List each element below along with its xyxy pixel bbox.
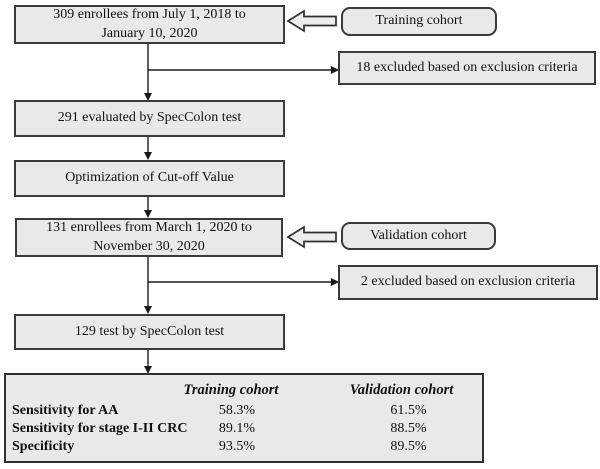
row-value-training: 93.5% — [218, 439, 256, 454]
label-training-cohort: Training cohort — [341, 7, 497, 36]
table-row: Specificity 93.5% 89.5% — [6, 439, 482, 457]
arrowhead-down-3 — [144, 210, 152, 218]
validation-cohort-pointer-icon — [286, 225, 337, 249]
results-header-training: Training cohort — [183, 382, 279, 398]
validation-excluded-text: 2 excluded based on exclusion criteria — [360, 274, 576, 290]
box-validation-enrollees-line1: 131 enrollees from March 1, 2020 to — [46, 220, 252, 236]
training-cohort-pointer-icon — [286, 9, 337, 33]
training-cohort-text: Training cohort — [375, 13, 463, 29]
box-validation-enrollees: 131 enrollees from March 1, 2020 to Nove… — [15, 218, 283, 257]
arrowhead-down-4 — [144, 306, 152, 314]
evaluated-text: 291 evaluated by SpecColon test — [57, 110, 242, 126]
cutoff-text: Optimization of Cut-off Value — [65, 170, 234, 186]
box-validation-enrollees-line2: November 30, 2020 — [93, 238, 205, 254]
block-arrows — [286, 9, 337, 249]
box-training-enrollees-line2: January 10, 2020 — [101, 25, 198, 41]
row-value-validation: 61.5% — [390, 403, 427, 418]
row-label-specificity: Specificity — [12, 439, 75, 454]
results-header-validation: Validation cohort — [349, 382, 454, 398]
training-excluded-text: 18 excluded based on exclusion criteria — [356, 59, 578, 75]
results-table: Training cohort Validation cohort Sensit… — [4, 373, 484, 463]
table-row: Sensitivity for stage I-II CRC 89.1% 88.… — [6, 421, 482, 439]
label-validation-cohort: Validation cohort — [341, 222, 496, 250]
box-cutoff-optimization: Optimization of Cut-off Value — [14, 160, 285, 197]
box-training-enrollees: 309 enrollees from July 1, 2018 to Janua… — [14, 5, 285, 44]
box-tested: 129 test by SpecColon test — [14, 314, 285, 350]
box-validation-excluded: 2 excluded based on exclusion criteria — [338, 265, 598, 300]
box-training-enrollees-line1: 309 enrollees from July 1, 2018 to — [53, 7, 246, 23]
row-value-training: 89.1% — [218, 421, 256, 436]
table-row: Sensitivity for AA 58.3% 61.5% — [6, 403, 482, 421]
row-label-sensitivity-crc: Sensitivity for stage I-II CRC — [12, 421, 188, 436]
row-value-validation: 88.5% — [390, 421, 427, 436]
row-value-training: 58.3% — [218, 403, 256, 418]
row-value-validation: 89.5% — [390, 439, 427, 454]
validation-cohort-text: Validation cohort — [370, 227, 467, 243]
box-training-excluded: 18 excluded based on exclusion criteria — [338, 51, 596, 85]
arrowhead-down-2 — [144, 152, 152, 160]
tested-text: 129 test by SpecColon test — [74, 323, 225, 339]
box-evaluated: 291 evaluated by SpecColon test — [14, 100, 285, 137]
row-label-sensitivity-aa: Sensitivity for AA — [12, 403, 119, 418]
